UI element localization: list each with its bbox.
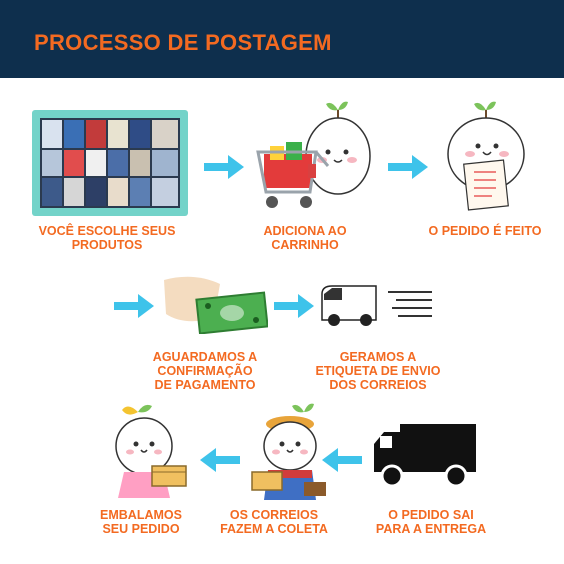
page-title: PROCESSO DE POSTAGEM	[34, 30, 332, 55]
arrow-right-icon	[204, 155, 244, 179]
product-shelf-icon	[32, 110, 188, 216]
shopping-cart-icon	[256, 101, 371, 208]
order-list-icon	[447, 101, 525, 211]
step-label: AGUARDAMOS A CONFIRMAÇÃO DE PAGAMENTO	[152, 350, 258, 392]
truck-icon	[374, 424, 476, 488]
step-label: ADICIONA AO CARRINHO	[263, 224, 347, 252]
arrow-right-icon	[274, 294, 314, 318]
arrow-right-icon	[388, 155, 428, 179]
package-icon	[115, 404, 187, 498]
step-label: EMBALAMOS SEU PEDIDO	[100, 508, 182, 536]
postal-courier-icon	[251, 403, 326, 500]
step-label: O PEDIDO SAI PARA A ENTREGA	[375, 508, 487, 536]
step-label: VOCÊ ESCOLHE SEUS PRODUTOS	[38, 224, 176, 252]
delivery-van-icon	[321, 285, 432, 326]
header-banner: PROCESSO DE POSTAGEM	[0, 0, 564, 78]
arrow-left-icon	[200, 448, 240, 472]
arrow-left-icon	[322, 448, 362, 472]
cash-payment-icon	[164, 276, 268, 334]
step-label: OS CORREIOS FAZEM A COLETA	[220, 508, 328, 536]
step-label: O PEDIDO É FEITO	[428, 224, 542, 238]
arrow-right-icon	[114, 294, 154, 318]
step-label: GERAMOS A ETIQUETA DE ENVIO DOS CORREIOS	[315, 350, 441, 392]
